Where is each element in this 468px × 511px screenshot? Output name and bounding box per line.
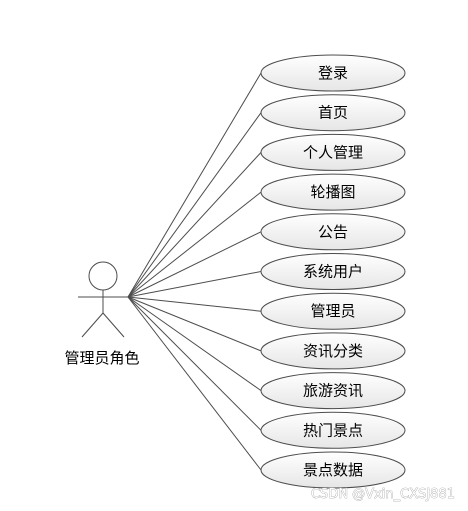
actor-figure: 管理员角色 [64,261,140,367]
use-case-ellipse [260,173,406,211]
actor-left-leg [81,312,104,338]
actor-right-leg [102,312,125,338]
use-case: 个人管理 [260,133,406,171]
use-case-ellipse [260,94,406,132]
association-line [127,112,262,298]
use-case-label: 个人管理 [303,143,363,161]
association-line [127,72,262,298]
use-case-label: 热门景点 [303,421,363,439]
actor-head [88,261,118,291]
use-case: 旅游资讯 [260,372,406,410]
association-line [127,231,262,298]
association-line [127,296,262,352]
use-case: 资讯分类 [260,332,406,370]
use-case-ellipse [260,451,406,489]
association-line [127,296,262,471]
association-lines [127,72,262,471]
use-case: 轮播图 [260,173,406,211]
use-case: 系统用户 [260,253,406,290]
use-case-ellipse [260,54,406,92]
use-case: 热门景点 [260,411,406,449]
use-case-label: 旅游资讯 [303,382,363,400]
use-case-label: 公告 [318,223,348,241]
use-case-ellipse [260,133,406,171]
use-case-label: 管理员 [310,302,355,320]
use-case-ellipse [260,372,406,410]
use-case-label: 景点数据 [303,461,363,479]
use-case: 登录 [260,54,406,92]
use-case-ellipse [260,411,406,449]
use-case-label: 首页 [318,104,348,122]
association-line [127,271,262,298]
use-case-ellipse [260,213,406,251]
use-case-ellipse [260,332,406,370]
use-case: 景点数据 [260,451,406,489]
association-line [127,296,262,431]
association-line [127,191,262,298]
use-case-label: 登录 [318,64,348,82]
use-case-ellipse [260,292,406,330]
association-line [127,296,262,392]
association-line [127,296,262,312]
use-case: 管理员 [260,292,406,330]
actor-label: 管理员角色 [64,349,139,367]
use-case-ellipse [260,253,406,290]
watermark-text: CSDN @Vxin_CXSJ881 [311,487,455,502]
use-case: 首页 [260,94,406,132]
association-line [127,152,262,298]
use-case-label: 系统用户 [303,263,363,281]
use-case-label: 轮播图 [310,183,355,201]
use-case-label: 资讯分类 [303,342,363,360]
use-case: 公告 [260,213,406,251]
